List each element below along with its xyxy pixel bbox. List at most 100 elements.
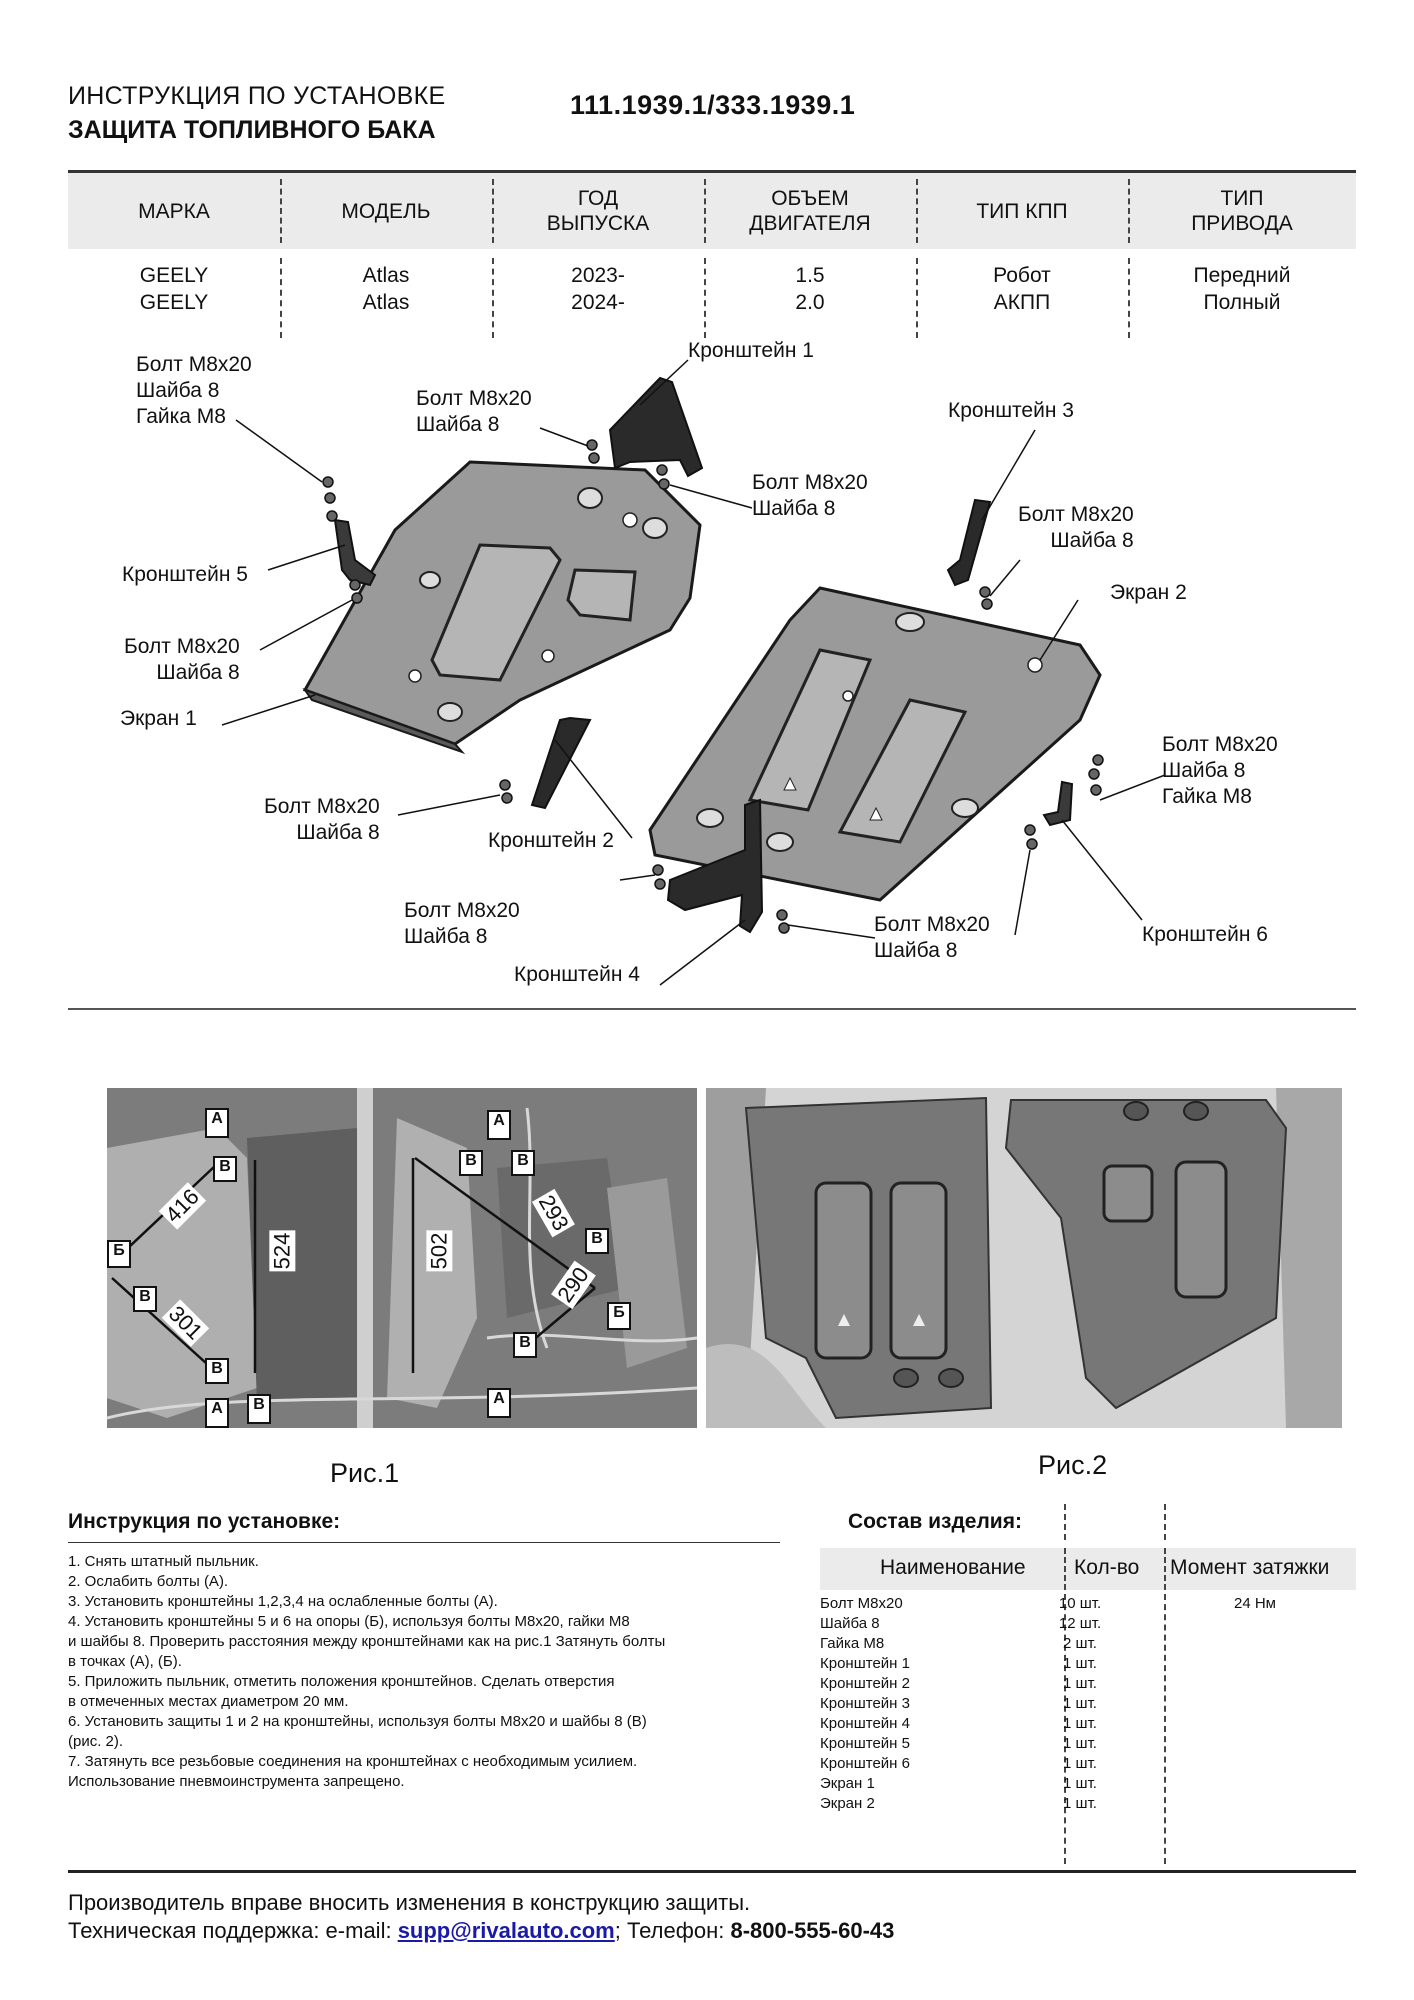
spec-table-header: МАРКА МОДЕЛЬ ГОД ВЫПУСКА ОБЪЕМ ДВИГАТЕЛЯ…	[68, 173, 1356, 249]
composition-header-qty: Кол-во	[1074, 1556, 1140, 1579]
marker-v: В	[511, 1150, 535, 1176]
bracket-2-shape	[530, 716, 592, 810]
instructions-rule	[68, 1542, 780, 1543]
spec-divider	[916, 258, 918, 338]
instruction-line: Использование пневмоинструмента запрещен…	[68, 1773, 405, 1790]
marker-a: А	[487, 1388, 511, 1418]
instruction-line: 7. Затянуть все резьбовые соединения на …	[68, 1753, 638, 1770]
instruction-line: и шайбы 8. Проверить расстояния между кр…	[68, 1633, 666, 1650]
bracket-4-shape	[666, 798, 764, 934]
fig1-dim-502: 502	[426, 1230, 453, 1272]
bracket-5-shape	[333, 518, 377, 587]
spec-header-drive: ТИП ПРИВОДА	[1191, 187, 1293, 235]
screen-1-shape	[302, 460, 702, 755]
marker-b: Б	[107, 1240, 131, 1268]
footer-rule	[68, 1870, 1356, 1873]
instruction-line: 6. Установить защиты 1 и 2 на кронштейны…	[68, 1713, 647, 1730]
marker-v: В	[205, 1358, 229, 1384]
section-divider	[68, 1008, 1356, 1010]
bracket-1-shape	[608, 376, 704, 478]
composition-divider	[1064, 1504, 1066, 1540]
instruction-line: (рис. 2).	[68, 1733, 124, 1750]
spec-header-gearbox: ТИП КПП	[976, 199, 1068, 223]
spec-table-top-rule	[68, 170, 1356, 173]
marker-a: А	[487, 1110, 511, 1140]
label-screen-1: Экран 1	[120, 707, 197, 730]
fig1-dim-524: 524	[269, 1230, 296, 1272]
document-subtitle: ИНСТРУКЦИЯ ПО УСТАНОВКЕ	[68, 82, 446, 110]
fig1-photo: 416 524 301 502 293 290 А В Б В В А В А …	[107, 1088, 697, 1428]
composition-divider	[1064, 1594, 1066, 1864]
support-phone[interactable]: 8-800-555-60-43	[730, 1918, 895, 1943]
instruction-line: 1. Снять штатный пыльник.	[68, 1553, 259, 1570]
spec-divider	[916, 179, 918, 243]
support-email-link[interactable]: supp@rivalauto.com	[397, 1918, 615, 1943]
spec-header-brand: МАРКА	[138, 199, 210, 223]
label-bracket-2: Кронштейн 2	[488, 829, 614, 852]
label-bracket-5: Кронштейн 5	[122, 563, 248, 586]
marker-b: Б	[607, 1302, 631, 1330]
composition-header: Наименование Кол-во Момент затяжки	[820, 1548, 1356, 1590]
spec-divider	[704, 179, 706, 243]
label-bracket-3: Кронштейн 3	[948, 399, 1074, 422]
instruction-line: 3. Установить кронштейны 1,2,3,4 на осла…	[68, 1593, 498, 1610]
marker-v: В	[459, 1150, 483, 1176]
marker-v: В	[585, 1228, 609, 1254]
spec-header-year: ГОД ВЫПУСКА	[546, 187, 650, 235]
fig2-installed-screens-illustration	[706, 1088, 1342, 1428]
marker-v: В	[213, 1156, 237, 1182]
marker-a: А	[205, 1398, 229, 1428]
marker-v: В	[513, 1332, 537, 1358]
footer-disclaimer: Производитель вправе вносить изменения в…	[68, 1890, 751, 1915]
marker-v: В	[247, 1394, 271, 1424]
label-screen-2: Экран 2	[1110, 581, 1187, 604]
fig2-photo	[706, 1088, 1342, 1428]
composition-divider	[1164, 1548, 1166, 1590]
screen-2-shape	[648, 586, 1102, 902]
instruction-line: в точках (А), (Б).	[68, 1653, 182, 1670]
footer-support: Техническая поддержка: e-mail: supp@riva…	[68, 1918, 894, 1944]
bracket-3-shape	[946, 498, 992, 587]
instruction-line: в отмеченных местах диаметром 20 мм.	[68, 1693, 349, 1710]
composition-header-name: Наименование	[880, 1556, 1026, 1579]
spec-divider	[492, 258, 494, 338]
bracket-6-shape	[1042, 780, 1074, 827]
fig1-caption: Рис.1	[330, 1458, 400, 1488]
instruction-line: 5. Приложить пыльник, отметить положения…	[68, 1673, 615, 1690]
spec-cell-year: 2023-2024-	[571, 264, 625, 314]
email-separator: ;	[614, 1918, 621, 1943]
support-label: Техническая поддержка: e-mail:	[68, 1918, 398, 1943]
spec-header-model: МОДЕЛЬ	[341, 199, 431, 223]
label-bracket-4: Кронштейн 4	[514, 963, 640, 986]
exploded-assembly-drawing	[221, 359, 1166, 986]
spec-divider	[1128, 258, 1130, 338]
spec-divider	[280, 179, 282, 243]
label-bracket-1: Кронштейн 1	[688, 339, 814, 362]
spec-header-engine: ОБЪЕМ ДВИГАТЕЛЯ	[749, 187, 871, 235]
fasteners	[322, 439, 1104, 934]
instruction-line: 2. Ослабить болты (А).	[68, 1573, 229, 1590]
fig2-caption: Рис.2	[1038, 1450, 1108, 1480]
instructions-title: Инструкция по установке:	[68, 1510, 341, 1533]
